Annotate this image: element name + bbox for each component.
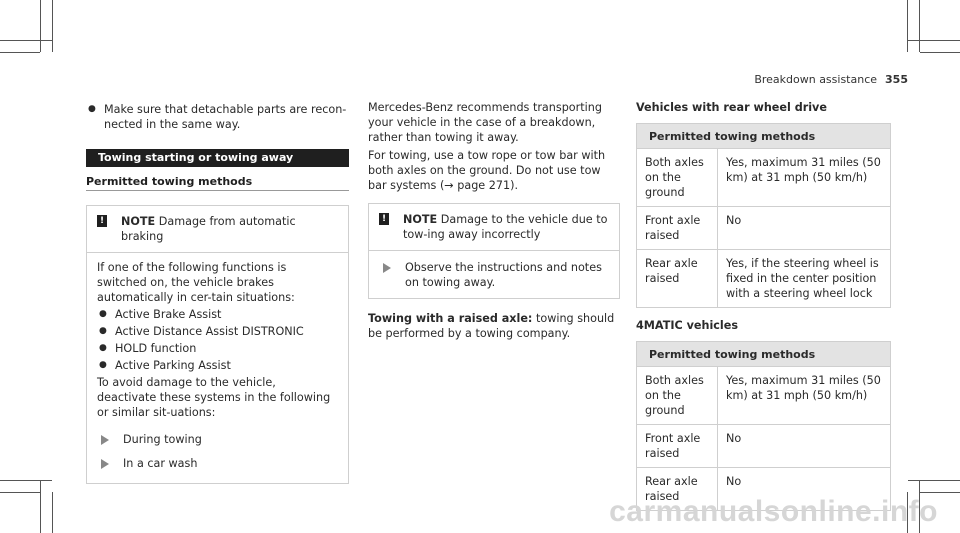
raised-axle-paragraph: Towing with a raised axle: towing should… [368, 311, 620, 341]
table-cell: No [717, 467, 891, 511]
table-cell: Both axles on the ground [636, 366, 718, 425]
crop-mark [0, 52, 40, 53]
table-cell: Rear axle raised [636, 249, 718, 308]
action-arrow-icon [101, 435, 109, 445]
note-text-2: To avoid damage to the vehicle, deactiva… [97, 376, 331, 419]
crop-mark [908, 480, 960, 481]
warning-icon: ! [97, 215, 107, 227]
table-cell: Yes, maximum 31 miles (50 km) at 31 mph … [717, 148, 891, 207]
list-item: ● Make sure that detachable parts are re… [86, 102, 349, 132]
note-text: If one of the following functions is swi… [97, 261, 295, 304]
crop-mark [0, 40, 52, 41]
section-title: Towing starting or towing away [86, 149, 349, 167]
table-row: Front axle raised No [636, 424, 891, 468]
crop-mark [40, 480, 41, 533]
crop-mark [40, 0, 41, 52]
table-cell: Front axle raised [636, 206, 718, 250]
list-item-label: Active Brake Assist [115, 308, 222, 321]
bullet-icon: ● [99, 309, 107, 319]
table-header: Permitted towing methods [636, 341, 891, 367]
table-cell: No [717, 424, 891, 468]
note-header: ! NOTE Damage to the vehicle due to tow-… [369, 204, 619, 250]
list-item: ● Active Parking Assist [97, 358, 338, 373]
paragraph: For towing, use a tow rope or tow bar wi… [368, 149, 606, 192]
page-header: Breakdown assistance 355 [754, 73, 908, 86]
towing-methods-table-4matic: Permitted towing methods Both axles on t… [636, 341, 891, 511]
action-text: During towing [123, 433, 202, 446]
action-item: Observe the instructions and notes on to… [379, 260, 609, 290]
crop-mark [52, 0, 53, 52]
note-header: ! NOTE Damage from automatic braking [87, 206, 348, 252]
list-item-label: Active Distance Assist DISTRONIC [115, 325, 304, 338]
crop-mark [0, 480, 52, 481]
4matic-title: 4MATIC vehicles [636, 319, 738, 332]
crop-mark [920, 52, 960, 53]
crop-mark [0, 492, 40, 493]
note-body: If one of the following functions is swi… [87, 252, 348, 483]
table-cell: Both axles on the ground [636, 148, 718, 207]
list-item: ● Active Distance Assist DISTRONIC [97, 324, 338, 339]
bullet-icon: ● [99, 326, 107, 336]
list-item-label: Active Parking Assist [115, 359, 231, 372]
list-item: ● Active Brake Assist [97, 307, 338, 322]
crop-mark [907, 492, 908, 533]
page-number: 355 [885, 73, 908, 86]
note-title: Damage to the vehicle due to tow-ing awa… [403, 213, 608, 241]
raised-axle-text: towing should be performed by a towing c… [368, 312, 615, 340]
note-box: ! NOTE Damage to the vehicle due to tow-… [368, 203, 620, 299]
table-row: Rear axle raised No [636, 467, 891, 511]
table-row: Rear axle raised Yes, if the steering wh… [636, 249, 891, 308]
note-box: ! NOTE Damage from automatic braking If … [86, 205, 349, 484]
list-item-label: HOLD function [115, 342, 197, 355]
action-arrow-icon [101, 459, 109, 469]
table-cell: Yes, if the steering wheel is fixed in t… [717, 249, 891, 308]
header-title: Breakdown assistance [754, 73, 878, 86]
watermark: carmanualsonline.info [609, 495, 938, 528]
note-body: Observe the instructions and notes on to… [369, 250, 619, 298]
action-text: Observe the instructions and notes on to… [405, 261, 602, 289]
bullet-icon: ● [99, 343, 107, 353]
action-item: During towing [97, 432, 338, 447]
table-row: Front axle raised No [636, 206, 891, 250]
table-row: Both axles on the ground Yes, maximum 31… [636, 366, 891, 425]
raised-axle-label: Towing with a raised axle: [368, 312, 533, 325]
right-column: Vehicles with rear wheel drive Permitted… [636, 100, 891, 511]
subsection-title: Permitted towing methods [86, 175, 349, 191]
bullet-icon: ● [88, 104, 96, 114]
crop-mark [919, 0, 920, 52]
table-cell: Front axle raised [636, 424, 718, 468]
action-item: In a car wash [97, 456, 338, 471]
paragraph: Mercedes-Benz recommends transporting yo… [368, 101, 602, 144]
crop-mark [907, 0, 908, 52]
table-cell: Yes, maximum 31 miles (50 km) at 31 mph … [717, 366, 891, 425]
note-title: Damage from automatic braking [121, 215, 296, 243]
towing-methods-table-rwd: Permitted towing methods Both axles on t… [636, 123, 891, 308]
note-label: NOTE [403, 213, 438, 226]
note-label: NOTE [121, 215, 156, 228]
warning-icon: ! [379, 213, 389, 225]
action-text: In a car wash [123, 457, 198, 470]
crop-mark [920, 492, 960, 493]
intro-bullet-text: Make sure that detachable parts are reco… [104, 103, 347, 131]
crop-mark [52, 492, 53, 533]
table-cell: No [717, 206, 891, 250]
crop-mark [919, 480, 920, 533]
left-column: ● Make sure that detachable parts are re… [86, 100, 349, 484]
middle-column: Mercedes-Benz recommends transporting yo… [368, 100, 620, 341]
table-header: Permitted towing methods [636, 123, 891, 149]
bullet-icon: ● [99, 360, 107, 370]
crop-mark [908, 40, 960, 41]
table-row: Both axles on the ground Yes, maximum 31… [636, 148, 891, 207]
action-arrow-icon [383, 263, 391, 273]
list-item: ● HOLD function [97, 341, 338, 356]
rear-wheel-drive-title: Vehicles with rear wheel drive [636, 101, 827, 114]
